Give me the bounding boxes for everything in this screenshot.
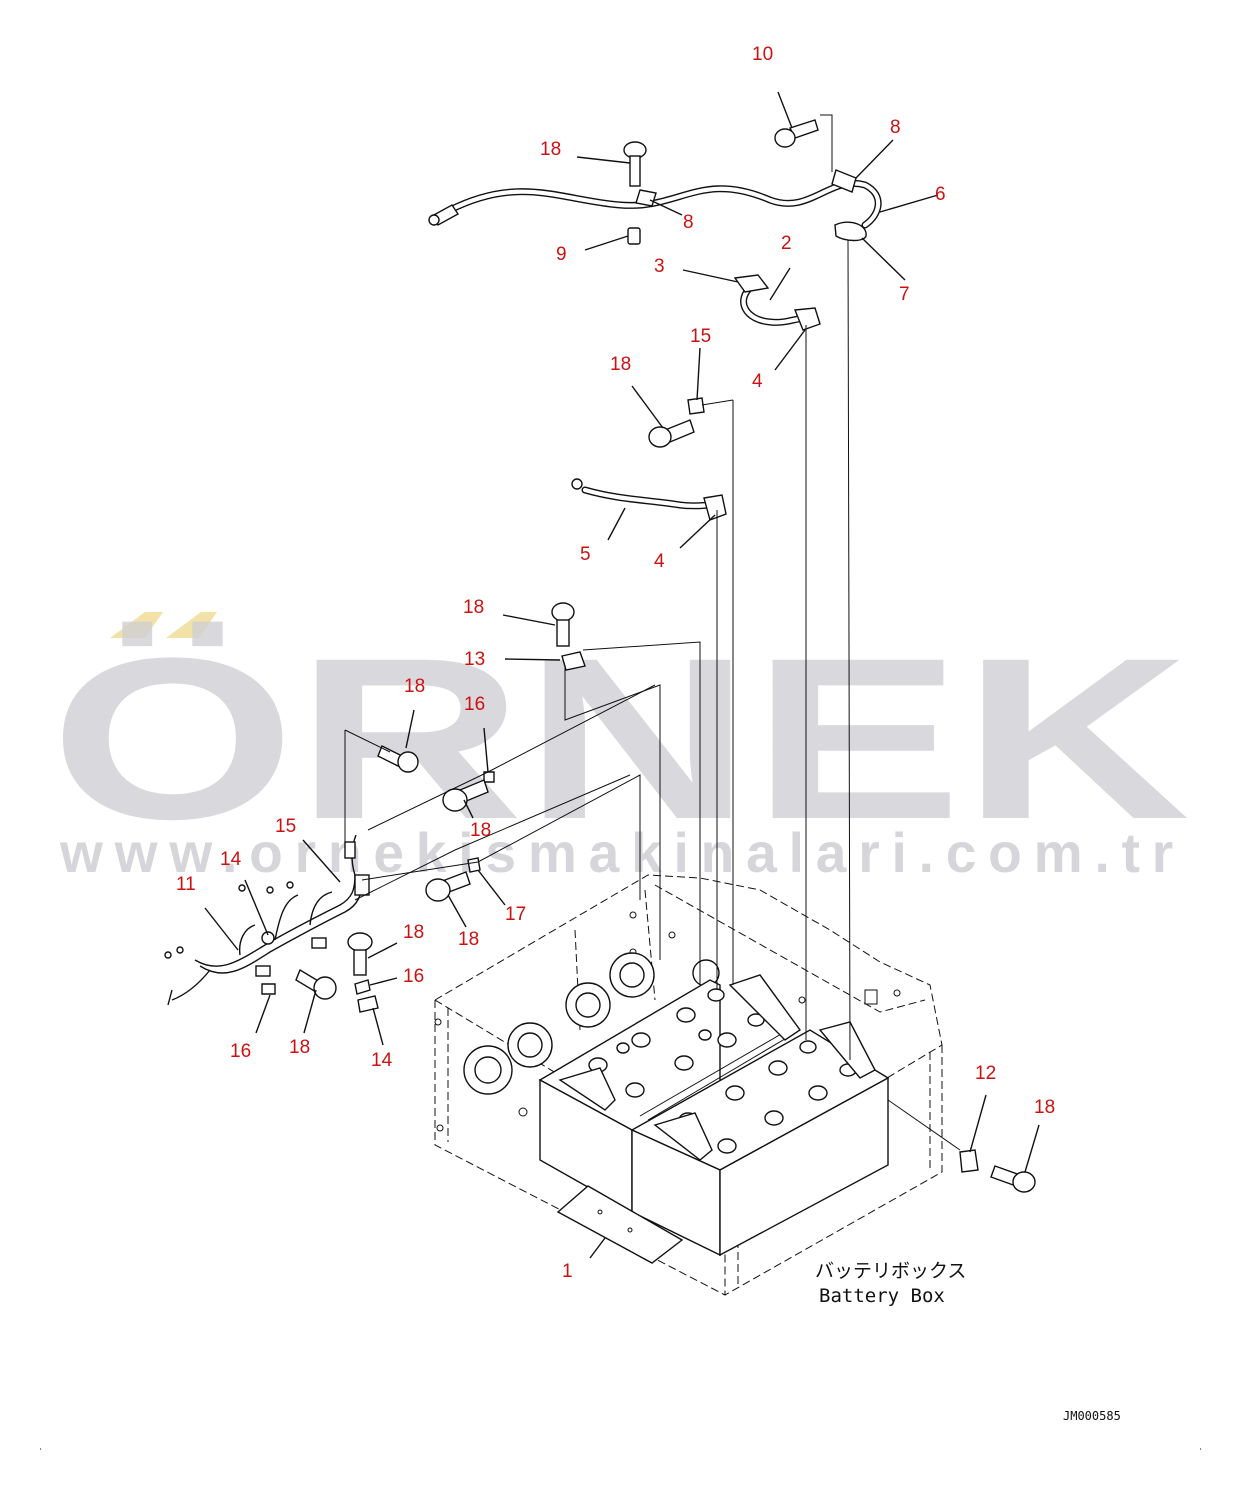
callout-7: 7 — [899, 284, 910, 305]
watermark-accent-mark-right — [166, 612, 217, 638]
callout-13: 13 — [464, 649, 485, 670]
callout-2: 2 — [781, 233, 792, 254]
callout-18-center: 18 — [470, 820, 491, 841]
callout-18-vertical: 18 — [463, 597, 484, 618]
callout-15-top: 15 — [690, 326, 711, 347]
callout-11: 11 — [176, 874, 196, 895]
callout-14-lower: 14 — [371, 1050, 393, 1071]
callout-16-left: 16 — [230, 1041, 251, 1062]
corner-mark-right — [1200, 1448, 1201, 1450]
watermark: ÖRNEK www.ornekismakinalari.com.tr — [50, 610, 1190, 884]
battery-cable-2 — [733, 274, 821, 331]
callout-14-top: 14 — [220, 849, 242, 870]
watermark-brand: ÖRNEK — [50, 610, 1190, 867]
callout-18-lower: 18 — [458, 929, 479, 950]
batteries — [538, 974, 890, 1264]
callout-18-lower-right: 18 — [403, 922, 424, 943]
callout-8-top: 8 — [890, 117, 901, 138]
callout-18-top: 18 — [540, 139, 561, 160]
callout-16-lower: 16 — [403, 966, 424, 987]
battery-relays — [463, 952, 720, 1095]
battery-box-label-jp: バッテリボックス — [815, 1260, 966, 1282]
callout-8-mid: 8 — [683, 212, 694, 233]
callout-3: 3 — [654, 256, 665, 277]
callout-4-lower: 4 — [654, 551, 665, 572]
callout-12: 12 — [975, 1063, 996, 1084]
callout-18-right: 18 — [1034, 1097, 1055, 1118]
callout-16-top: 16 — [464, 694, 485, 715]
callout-6: 6 — [935, 184, 946, 205]
callout-15-left: 15 — [275, 816, 296, 837]
callout-5: 5 — [580, 544, 591, 565]
callout-9: 9 — [556, 244, 567, 265]
callout-numbers: 10 8 18 6 8 9 2 3 7 15 4 18 5 4 18 13 18… — [176, 44, 1055, 1282]
callout-17: 17 — [505, 904, 526, 925]
battery-cable-5 — [571, 478, 727, 521]
wiring-harness — [164, 834, 370, 1006]
watermark-url: www.ornekismakinalari.com.tr — [59, 821, 1185, 884]
drawing-code: JM000585 — [1063, 1409, 1121, 1423]
callout-18-bottom-left: 18 — [289, 1037, 310, 1058]
callout-10: 10 — [752, 44, 773, 65]
battery-cable-main — [428, 169, 882, 242]
callout-1: 1 — [562, 1261, 573, 1282]
callout-18-mid: 18 — [610, 354, 631, 375]
callout-4-top: 4 — [752, 371, 763, 392]
callout-18-left: 18 — [404, 676, 425, 697]
leader-lines — [204, 91, 1040, 1259]
bolts — [261, 119, 1036, 1193]
watermark-accent-mark-left — [110, 612, 163, 638]
corner-mark-left — [40, 1448, 41, 1450]
battery-box-label-en: Battery Box — [819, 1285, 945, 1307]
